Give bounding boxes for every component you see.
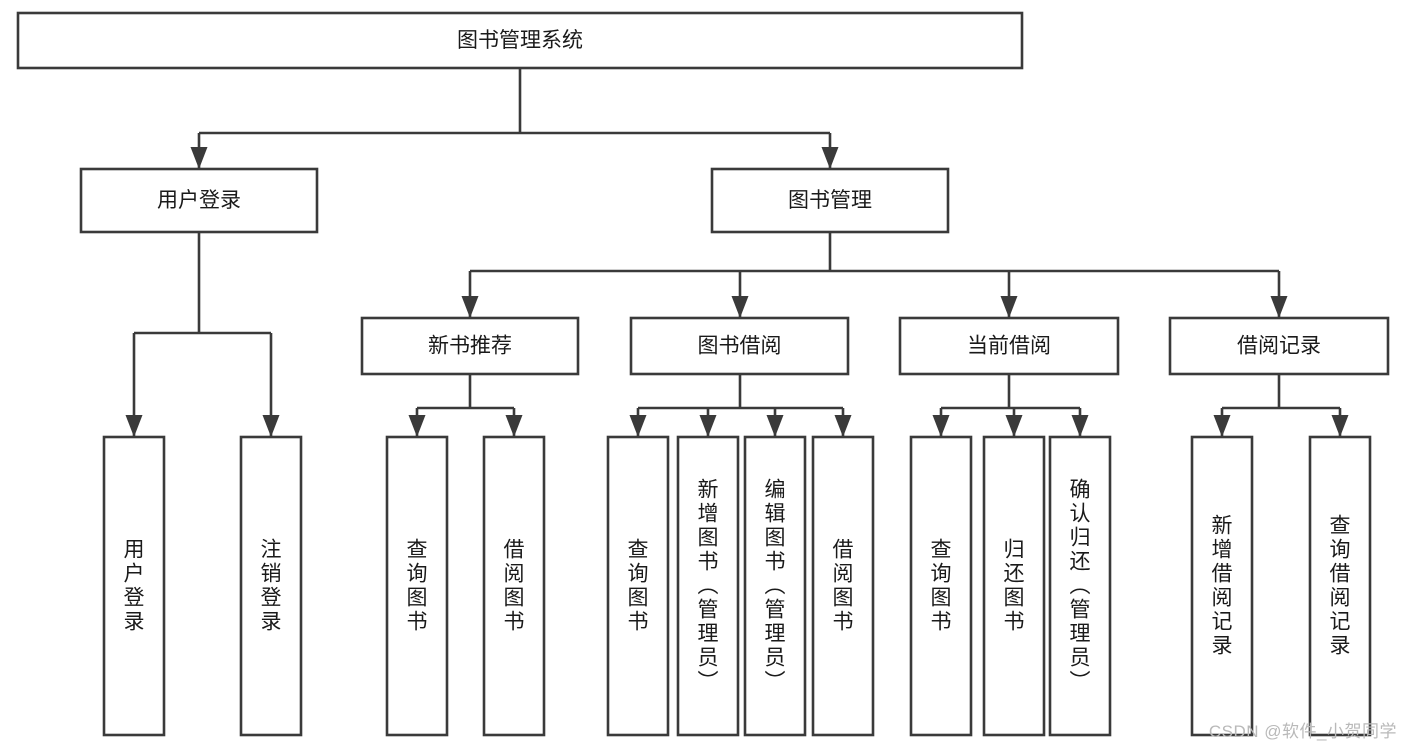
node-box-leaf-query-book-cur[interactable] (909, 435, 973, 737)
arrow-to-book-manage (821, 147, 839, 169)
node-box-leaf-return-book[interactable] (982, 435, 1046, 737)
node-box-undefined[interactable] (16, 11, 1024, 70)
node-label-leaf-edit-book: 编辑图书︵管理员︶ (765, 479, 786, 694)
node-layer: 图书管理系统用户登录图书管理新书推荐图书借阅当前借阅借阅记录用户登录注销登录查询… (16, 11, 1390, 737)
arrow-to-leaf (1331, 415, 1349, 437)
node-leaf-user-login[interactable]: 用户登录 (102, 435, 166, 737)
node-label-user-login: 用户登录 (157, 189, 241, 212)
node-box-current-borrow[interactable] (898, 316, 1120, 376)
node-box-user-login[interactable] (79, 167, 319, 234)
node-label-leaf-add-book: 新增图书︵管理员︶ (698, 479, 719, 694)
arrow-to-new-book-recommend (461, 296, 479, 318)
node-book-borrow[interactable]: 图书借阅 (629, 316, 850, 376)
node-label-leaf-query-book-cur: 查询图书 (931, 539, 952, 634)
node-box-leaf-add-record[interactable] (1190, 435, 1254, 737)
node-box-new-book-recommend[interactable] (360, 316, 580, 376)
node-leaf-confirm-return[interactable]: 确认归还︵管理员︶ (1048, 435, 1112, 737)
arrow-to-current-borrow (1000, 296, 1018, 318)
node-box-book-borrow[interactable] (629, 316, 850, 376)
arrow-to-leaf (1213, 415, 1231, 437)
node-label-current-borrow: 当前借阅 (967, 335, 1051, 358)
arrow-to-leaf (1071, 415, 1089, 437)
node-box-leaf-query-book-rec[interactable] (385, 435, 449, 737)
node-box-leaf-confirm-return[interactable] (1048, 435, 1112, 737)
node-leaf-edit-book[interactable]: 编辑图书︵管理员︶ (743, 435, 807, 737)
node-label-leaf-logout: 注销登录 (261, 539, 282, 634)
node-box-leaf-borrow-book[interactable] (811, 435, 875, 737)
node-box-book-manage[interactable] (710, 167, 950, 234)
node-leaf-query-book-cur[interactable]: 查询图书 (909, 435, 973, 737)
node-box-leaf-logout[interactable] (239, 435, 303, 737)
arrow-to-leaf (505, 415, 523, 437)
arrow-to-leaf (629, 415, 647, 437)
node-label-new-book-recommend: 新书推荐 (428, 335, 512, 358)
arrow-to-leaf (932, 415, 950, 437)
node-box-leaf-add-book[interactable] (676, 435, 740, 737)
node-label-borrow-record: 借阅记录 (1237, 335, 1321, 358)
arrow-to-leaf (699, 415, 717, 437)
node-label-book-borrow: 图书借阅 (698, 335, 782, 358)
node-user-login[interactable]: 用户登录 (79, 167, 319, 234)
node-leaf-query-record[interactable]: 查询借阅记录 (1308, 435, 1372, 737)
arrow-to-user-login (190, 147, 208, 169)
node-leaf-borrow-book[interactable]: 借阅图书 (811, 435, 875, 737)
arrow-to-leaf (834, 415, 852, 437)
node-leaf-add-record[interactable]: 新增借阅记录 (1190, 435, 1254, 737)
node-leaf-borrow-book-rec[interactable]: 借阅图书 (482, 435, 546, 737)
node-box-leaf-borrow-book-rec[interactable] (482, 435, 546, 737)
arrow-to-leaf (262, 415, 280, 437)
arrow-to-leaf (766, 415, 784, 437)
node-box-leaf-user-login[interactable] (102, 435, 166, 737)
arrow-to-leaf (1005, 415, 1023, 437)
node-leaf-logout[interactable]: 注销登录 (239, 435, 303, 737)
node-label-undefined: 图书管理系统 (457, 29, 583, 52)
node-leaf-return-book[interactable]: 归还图书 (982, 435, 1046, 737)
node-leaf-add-book[interactable]: 新增图书︵管理员︶ (676, 435, 740, 737)
node-box-leaf-query-book-borrow[interactable] (606, 435, 670, 737)
csdn-watermark: CSDN @软件_小贺同学 (1208, 722, 1397, 741)
arrow-to-borrow-record (1270, 296, 1288, 318)
node-label-leaf-add-record: 新增借阅记录 (1212, 515, 1233, 658)
node-box-leaf-edit-book[interactable] (743, 435, 807, 737)
node-box-leaf-query-record[interactable] (1308, 435, 1372, 737)
node-label-leaf-query-record: 查询借阅记录 (1330, 515, 1351, 658)
arrow-to-leaf (408, 415, 426, 437)
node-label-leaf-query-book-rec: 查询图书 (407, 539, 428, 634)
node-undefined[interactable]: 图书管理系统 (16, 11, 1024, 70)
node-leaf-query-book-borrow[interactable]: 查询图书 (606, 435, 670, 737)
node-label-leaf-borrow-book-rec: 借阅图书 (504, 539, 525, 634)
node-label-leaf-user-login: 用户登录 (124, 539, 145, 634)
node-borrow-record[interactable]: 借阅记录 (1168, 316, 1390, 376)
node-label-leaf-borrow-book: 借阅图书 (833, 539, 854, 634)
node-label-book-manage: 图书管理 (788, 189, 872, 212)
arrow-to-book-borrow (731, 296, 749, 318)
connector-layer (125, 68, 1349, 437)
node-label-leaf-confirm-return: 确认归还︵管理员︶ (1070, 479, 1091, 694)
node-label-leaf-query-book-borrow: 查询图书 (628, 539, 649, 634)
node-box-borrow-record[interactable] (1168, 316, 1390, 376)
node-leaf-query-book-rec[interactable]: 查询图书 (385, 435, 449, 737)
node-current-borrow[interactable]: 当前借阅 (898, 316, 1120, 376)
node-label-leaf-return-book: 归还图书 (1004, 539, 1025, 634)
node-book-manage[interactable]: 图书管理 (710, 167, 950, 234)
node-new-book-recommend[interactable]: 新书推荐 (360, 316, 580, 376)
arrow-to-leaf (125, 415, 143, 437)
